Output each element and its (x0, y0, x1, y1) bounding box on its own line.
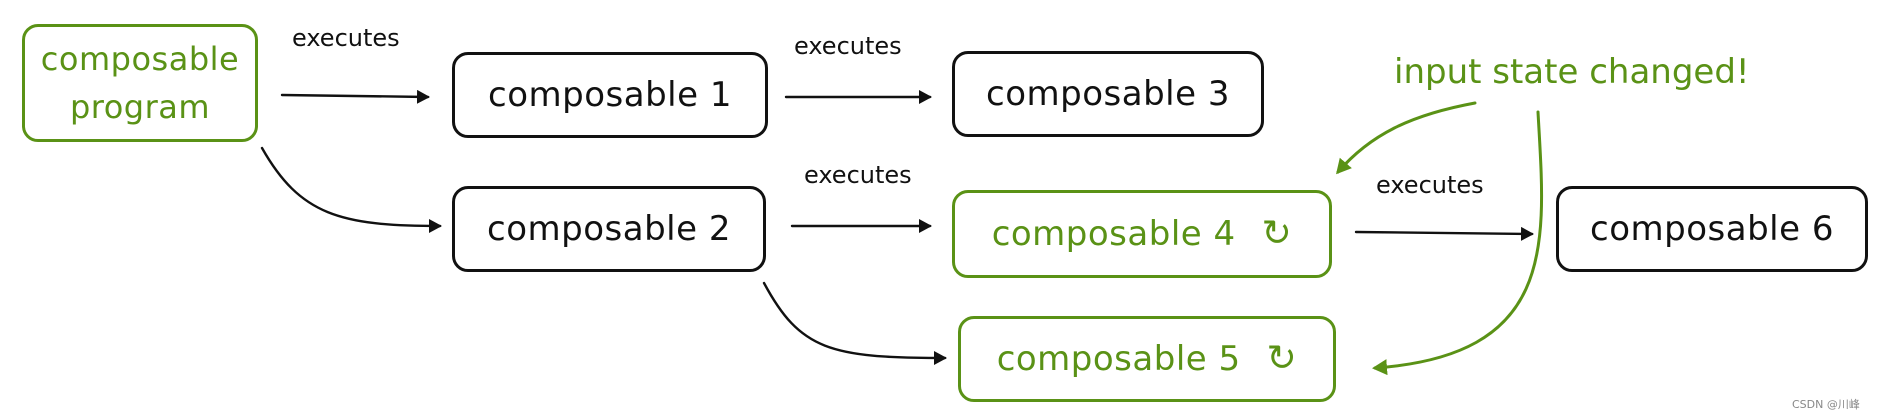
arrow-c2-to-c5 (762, 281, 947, 365)
node-composable-6: composable 6 (1556, 186, 1868, 272)
node-composable-1: composable 1 (452, 52, 768, 138)
node-composable-6-label: composable 6 (1590, 209, 1834, 249)
node-composable-3: composable 3 (952, 51, 1264, 137)
arrow-c4-to-c6 (1354, 226, 1534, 241)
edge-label-c1-to-c3: executes (794, 32, 902, 60)
arrow-note-to-c4 (1336, 101, 1477, 175)
edge-label-program-to-c1: executes (292, 24, 400, 52)
node-composable-2-label: composable 2 (487, 209, 731, 249)
arrow-program-to-c2 (260, 146, 442, 233)
node-composable-3-label: composable 3 (986, 74, 1230, 114)
node-composable-5-label: composable 5 (996, 339, 1241, 379)
refresh-icon: ↻ (1261, 213, 1293, 254)
arrow-note-to-c5 (1372, 110, 1544, 376)
refresh-icon: ↻ (1266, 338, 1298, 379)
node-composable-4-label: composable 4 (991, 214, 1236, 254)
node-composable-2: composable 2 (452, 186, 766, 272)
node-composable-5: composable 5 ↻ (958, 316, 1336, 402)
node-composable-program-line2: program (69, 88, 211, 126)
edge-label-c2-to-c4: executes (804, 161, 912, 189)
edge-label-c4-to-c6: executes (1376, 171, 1484, 199)
node-composable-4: composable 4 ↻ (952, 190, 1332, 278)
node-composable-program: composable program (22, 24, 258, 142)
input-state-changed-note: input state changed! (1394, 52, 1750, 92)
node-composable-1-label: composable 1 (488, 75, 732, 115)
node-composable-program-line1: composable (40, 40, 240, 78)
arrow-program-to-c1 (280, 89, 430, 104)
watermark: CSDN @川峰 (1792, 398, 1860, 411)
